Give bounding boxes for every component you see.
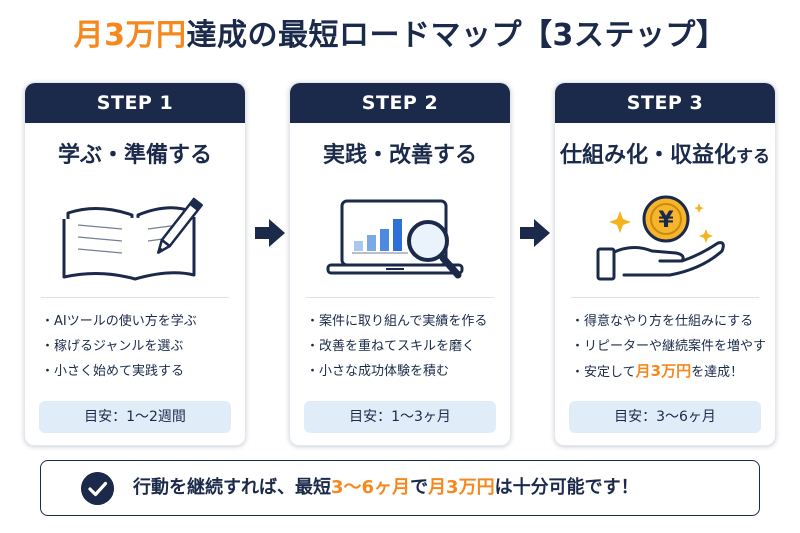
list-item: 安定して月3万円を達成！ <box>571 359 767 385</box>
step-3-goal: 目安：3〜6ヶ月 <box>569 401 761 433</box>
hand-yen-coin-icon: ¥ <box>555 195 775 281</box>
page-title: 月3万円達成の最短ロードマップ【3ステップ】 <box>0 10 800 54</box>
step-1-bullets: AIツールの使い方を学ぶ 稼げるジャンルを選ぶ 小さく始めて実践する <box>41 309 237 384</box>
yen-symbol: ¥ <box>658 208 674 233</box>
arrow-right-icon <box>520 219 550 247</box>
conclusion-text: 行動を継続すれば、最短3〜6ヶ月で月3万円は十分可能です！ <box>133 461 639 515</box>
conclusion-banner: 行動を継続すれば、最短3〜6ヶ月で月3万円は十分可能です！ <box>40 460 760 516</box>
title-main: 達成の最短ロードマップ【3ステップ】 <box>186 18 727 53</box>
list-item: 得意なやり方を仕組みにする <box>571 309 767 334</box>
step-2-label: STEP 2 <box>290 83 510 123</box>
bullet-highlight: 月3万円 <box>635 362 692 380</box>
step-3-title: 仕組み化・収益化する <box>555 137 775 169</box>
list-item: 改善を重ねてスキルを磨く <box>306 334 502 359</box>
step-1-title: 学ぶ・準備する <box>57 143 212 168</box>
list-item: 案件に取り組んで実績を作る <box>306 309 502 334</box>
list-item: AIツールの使い方を学ぶ <box>41 309 237 334</box>
step-2-bullets: 案件に取り組んで実績を作る 改善を重ねてスキルを磨く 小さな成功体験を積む <box>306 309 502 384</box>
step-3-label: STEP 3 <box>555 83 775 123</box>
arrow-right-icon <box>255 219 285 247</box>
bullet-text: を達成！ <box>691 365 744 380</box>
list-item: 小さく始めて実践する <box>41 359 237 384</box>
conclusion-part: 行動を継続すれば、最短 <box>133 477 331 498</box>
conclusion-part: で <box>410 477 429 498</box>
step-3-title-small: する <box>736 147 770 167</box>
bullet-text: 安定して <box>584 365 636 380</box>
step-3-title-main: 仕組み化・収益化 <box>559 143 736 168</box>
step-1-card: STEP 1 学ぶ・準備する AIツールの使い方を学ぶ 稼げるジャンルを選ぶ 小… <box>24 82 246 446</box>
step-2-goal: 目安：1〜3ヶ月 <box>304 401 496 433</box>
conclusion-highlight: 3〜6ヶ月 <box>331 477 411 498</box>
list-item: 稼げるジャンルを選ぶ <box>41 334 237 359</box>
conclusion-part: は十分可能です！ <box>494 477 639 498</box>
open-book-pencil-icon <box>25 195 245 281</box>
step-1-divider <box>41 297 229 298</box>
list-item: 小さな成功体験を積む <box>306 359 502 384</box>
step-3-card: STEP 3 仕組み化・収益化する ¥ 得意なやり方を仕組みにする リピーターや… <box>554 82 776 446</box>
title-highlight: 月3万円 <box>73 18 187 53</box>
step-2-divider <box>306 297 494 298</box>
step-3-bullets: 得意なやり方を仕組みにする リピーターや継続案件を増やす 安定して月3万円を達成… <box>571 309 767 385</box>
step-3-divider <box>571 297 759 298</box>
step-2-title: 実践・改善する <box>322 143 477 168</box>
step-1-goal: 目安：1〜2週間 <box>39 401 231 433</box>
step-1-label: STEP 1 <box>25 83 245 123</box>
check-circle-icon <box>81 472 114 505</box>
laptop-chart-magnifier-icon <box>290 195 510 281</box>
list-item: リピーターや継続案件を増やす <box>571 334 767 359</box>
conclusion-highlight: 月3万円 <box>428 477 495 498</box>
step-2-card: STEP 2 実践・改善する 案件に取り組んで実績を作る 改善を重ねてスキルを磨… <box>289 82 511 446</box>
